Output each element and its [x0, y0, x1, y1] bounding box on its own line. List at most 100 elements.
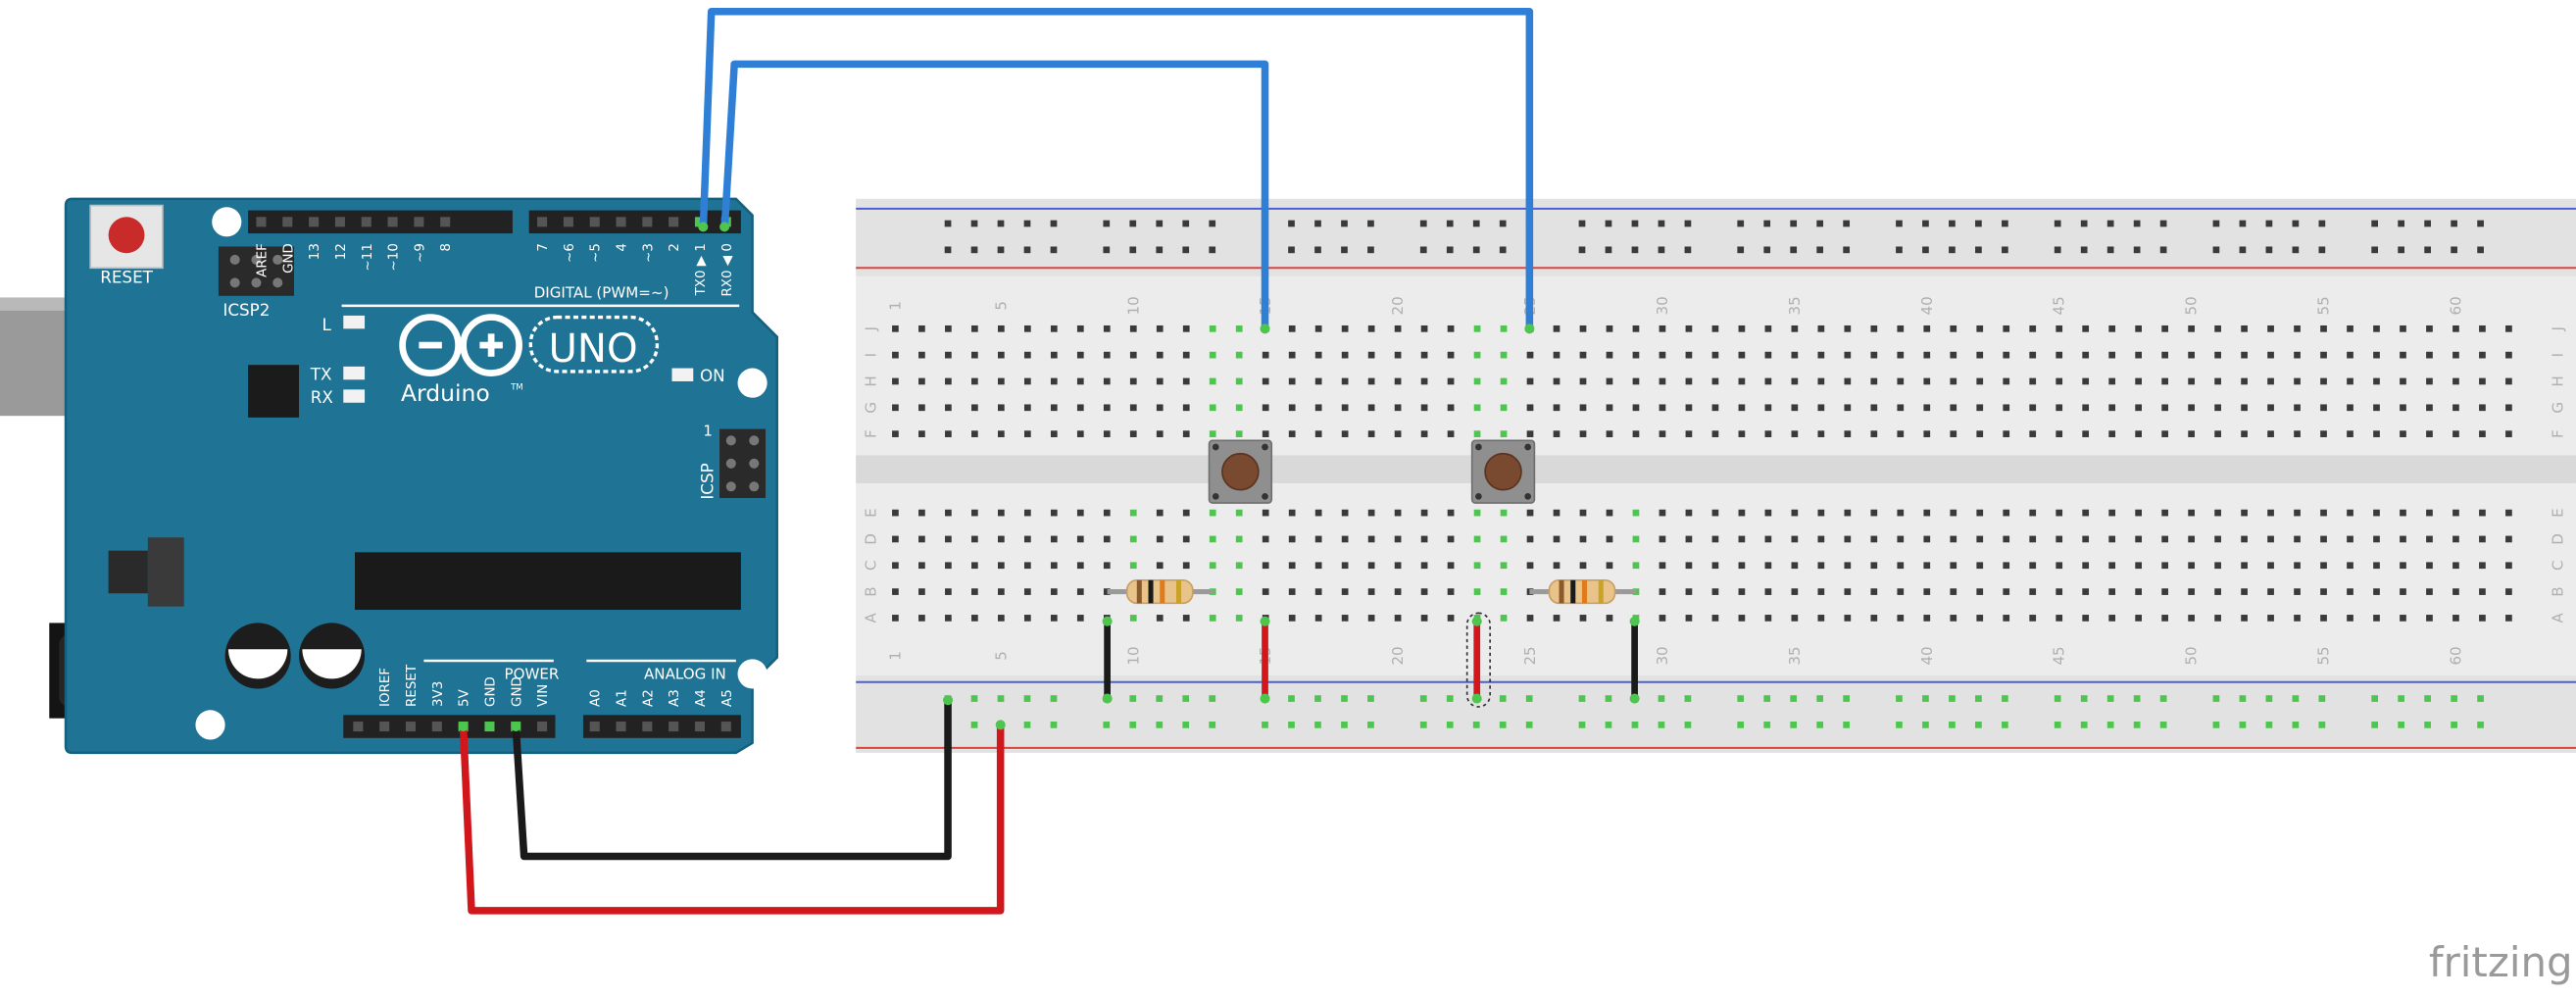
breadboard-hole[interactable] — [2400, 509, 2406, 517]
breadboard-hole[interactable] — [2241, 430, 2248, 437]
rail-hole[interactable] — [1419, 246, 1427, 254]
breadboard-hole[interactable] — [1473, 535, 1481, 543]
breadboard-hole[interactable] — [998, 351, 1005, 359]
header-pin[interactable] — [616, 217, 626, 227]
rail-hole[interactable] — [1156, 722, 1164, 728]
breadboard-hole[interactable] — [1606, 509, 1613, 517]
breadboard-hole[interactable] — [1420, 562, 1428, 570]
rail-hole[interactable] — [1446, 220, 1454, 227]
rail-hole[interactable] — [2080, 722, 2088, 728]
breadboard-hole[interactable] — [2320, 509, 2327, 517]
breadboard-hole[interactable] — [2400, 430, 2406, 437]
rail-hole[interactable] — [1050, 695, 1058, 702]
breadboard-hole[interactable] — [1076, 404, 1084, 412]
rail-hole[interactable] — [997, 695, 1005, 702]
rail-hole[interactable] — [1896, 246, 1903, 254]
breadboard-hole[interactable] — [2347, 404, 2353, 412]
breadboard-hole[interactable] — [1579, 509, 1587, 517]
rail-hole[interactable] — [1790, 695, 1798, 702]
rail-hole[interactable] — [1763, 722, 1771, 728]
breadboard-hole[interactable] — [1076, 562, 1084, 570]
breadboard-hole[interactable] — [1897, 351, 1905, 359]
breadboard-hole[interactable] — [1817, 351, 1825, 359]
rail-hole[interactable] — [2371, 722, 2379, 728]
breadboard-hole[interactable] — [1711, 588, 1719, 595]
breadboard-hole[interactable] — [1473, 430, 1481, 437]
breadboard-hole[interactable] — [2426, 377, 2433, 385]
breadboard-hole[interactable] — [2479, 430, 2486, 437]
breadboard-hole[interactable] — [1341, 430, 1349, 437]
rail-hole[interactable] — [1023, 722, 1031, 728]
breadboard-hole[interactable] — [1579, 404, 1587, 412]
breadboard-hole[interactable] — [1341, 377, 1349, 385]
rail-hole[interactable] — [1631, 722, 1639, 728]
breadboard-hole[interactable] — [2373, 351, 2380, 359]
breadboard-hole[interactable] — [2400, 615, 2406, 622]
breadboard-hole[interactable] — [1844, 430, 1852, 437]
breadboard-hole[interactable] — [1870, 562, 1878, 570]
header-pin[interactable] — [642, 217, 653, 227]
breadboard-hole[interactable] — [2294, 535, 2301, 543]
breadboard-hole[interactable] — [1420, 430, 1428, 437]
rail-hole[interactable] — [2159, 722, 2167, 728]
breadboard-hole[interactable] — [2505, 562, 2512, 570]
breadboard-hole[interactable] — [1632, 404, 1640, 412]
breadboard-hole[interactable] — [2029, 588, 2037, 595]
breadboard-hole[interactable] — [1156, 377, 1164, 385]
breadboard-hole[interactable] — [2426, 509, 2433, 517]
breadboard-hole[interactable] — [2267, 377, 2274, 385]
breadboard-hole[interactable] — [998, 588, 1005, 595]
rail-hole[interactable] — [1922, 246, 1929, 254]
resistor-right[interactable] — [1529, 579, 1637, 605]
rail-hole[interactable] — [2477, 220, 2484, 227]
breadboard-hole[interactable] — [2082, 404, 2090, 412]
rail-hole[interactable] — [2265, 220, 2273, 227]
breadboard-hole[interactable] — [2426, 535, 2433, 543]
rail-hole[interactable] — [1949, 722, 1956, 728]
breadboard-hole[interactable] — [2161, 377, 2168, 385]
breadboard-hole[interactable] — [2373, 535, 2380, 543]
rail-hole[interactable] — [2398, 220, 2404, 227]
breadboard-hole[interactable] — [1526, 404, 1534, 412]
rail-hole[interactable] — [1156, 695, 1164, 702]
breadboard-hole[interactable] — [1632, 535, 1640, 543]
breadboard-hole[interactable] — [2426, 615, 2433, 622]
breadboard-hole[interactable] — [1950, 404, 1957, 412]
rail-hole[interactable] — [2212, 246, 2220, 254]
breadboard-hole[interactable] — [1685, 351, 1693, 359]
header-pin[interactable] — [440, 217, 451, 227]
rail-hole[interactable] — [1050, 220, 1058, 227]
breadboard-hole[interactable] — [1976, 377, 1984, 385]
rail-hole[interactable] — [1209, 246, 1216, 254]
rail-hole[interactable] — [2080, 246, 2088, 254]
breadboard-hole[interactable] — [1579, 351, 1587, 359]
breadboard-hole[interactable] — [1606, 404, 1613, 412]
rail-hole[interactable] — [997, 246, 1005, 254]
breadboard-hole[interactable] — [918, 588, 925, 595]
breadboard-hole[interactable] — [1235, 562, 1243, 570]
breadboard-hole[interactable] — [1870, 509, 1878, 517]
breadboard-hole[interactable] — [1659, 430, 1666, 437]
rail-hole[interactable] — [1499, 220, 1507, 227]
breadboard-hole[interactable] — [892, 377, 899, 385]
breadboard-hole[interactable] — [1023, 430, 1031, 437]
breadboard-hole[interactable] — [1738, 562, 1746, 570]
breadboard-hole[interactable] — [1976, 562, 1984, 570]
breadboard-hole[interactable] — [2188, 588, 2195, 595]
breadboard-hole[interactable] — [1897, 430, 1905, 437]
rail-hole[interactable] — [2292, 722, 2300, 728]
breadboard-hole[interactable] — [1209, 404, 1216, 412]
breadboard-hole[interactable] — [1950, 377, 1957, 385]
rail-hole[interactable] — [2451, 695, 2457, 702]
breadboard-hole[interactable] — [2373, 562, 2380, 570]
breadboard-hole[interactable] — [1950, 351, 1957, 359]
rail-hole[interactable] — [1367, 246, 1374, 254]
breadboard-hole[interactable] — [1235, 509, 1243, 517]
breadboard-hole[interactable] — [2373, 377, 2380, 385]
breadboard-hole[interactable] — [1553, 430, 1560, 437]
rail-hole[interactable] — [1975, 722, 1982, 728]
breadboard-hole[interactable] — [2003, 509, 2010, 517]
breadboard-hole[interactable] — [1632, 509, 1640, 517]
rail-hole[interactable] — [2080, 220, 2088, 227]
breadboard-hole[interactable] — [2029, 377, 2037, 385]
